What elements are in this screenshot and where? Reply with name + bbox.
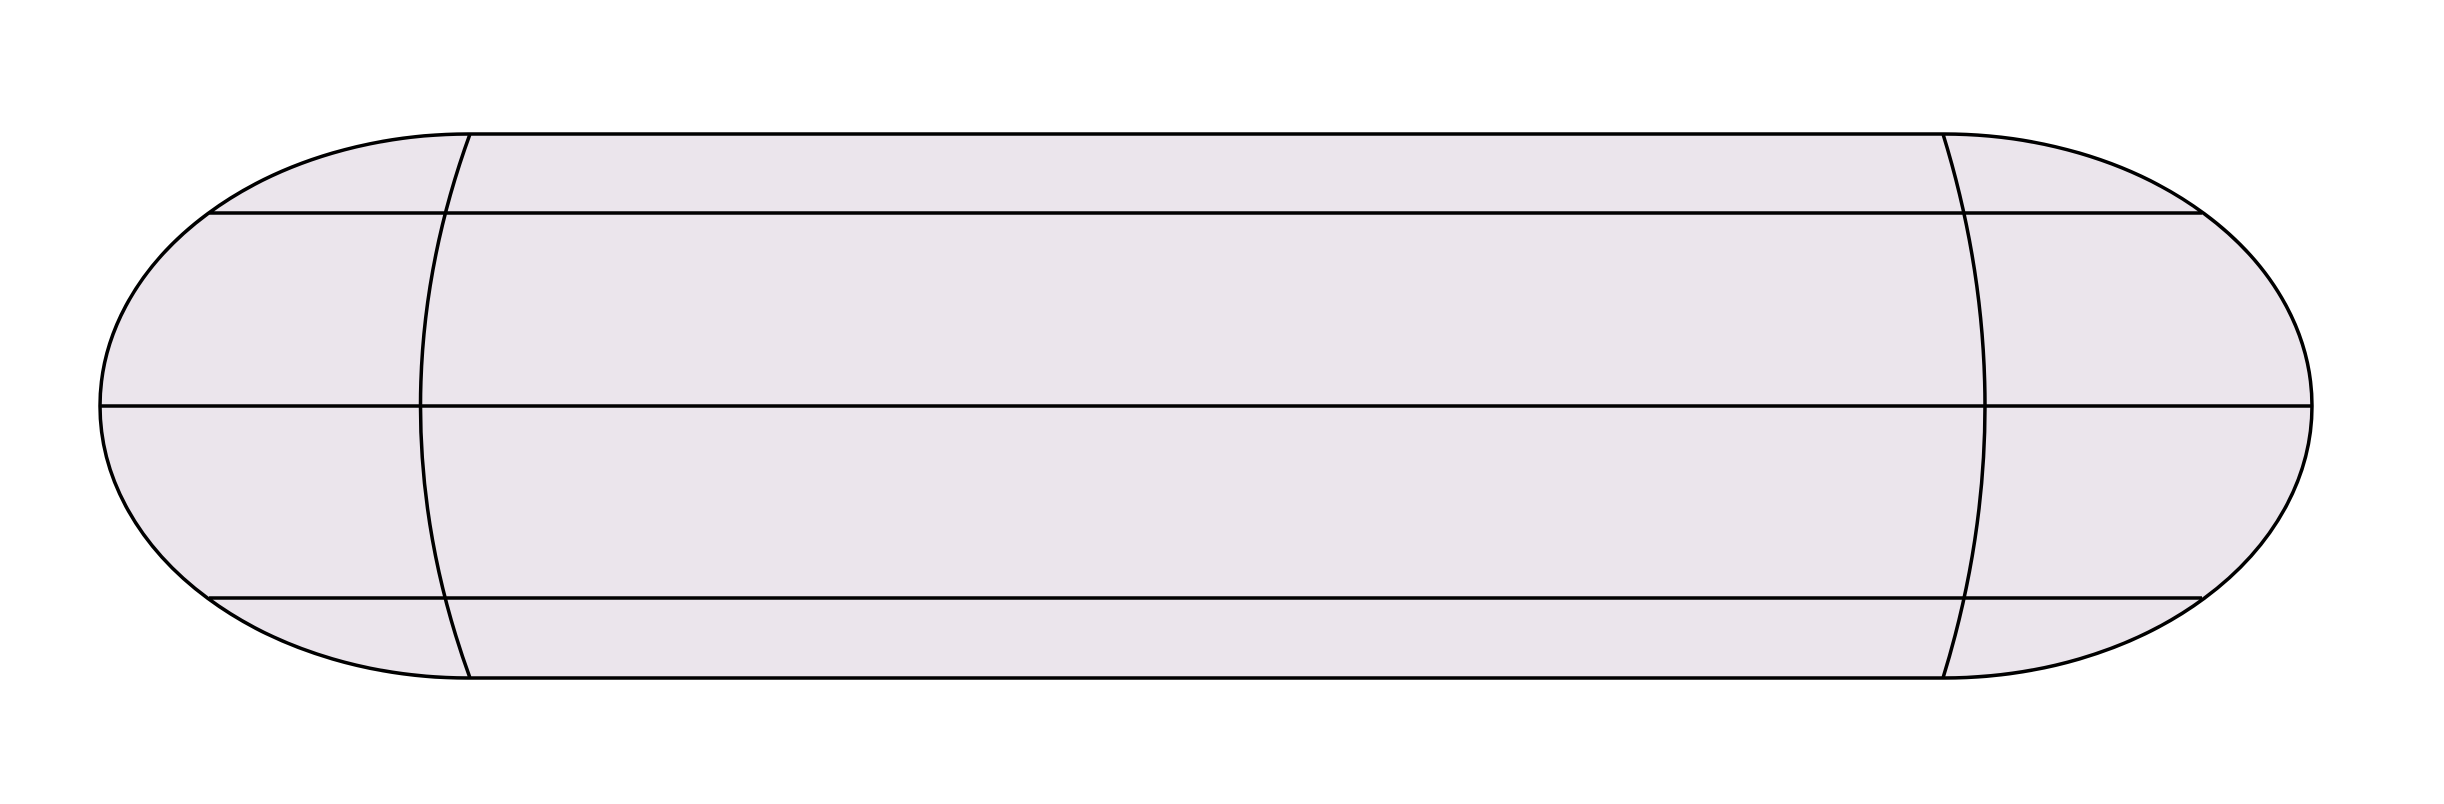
curved-vertical-line-right	[1941, 133, 1987, 679]
grid-lines	[100, 133, 2312, 679]
stadium-shape-outline	[98, 132, 2314, 680]
curved-vertical-line-left	[418, 133, 472, 679]
